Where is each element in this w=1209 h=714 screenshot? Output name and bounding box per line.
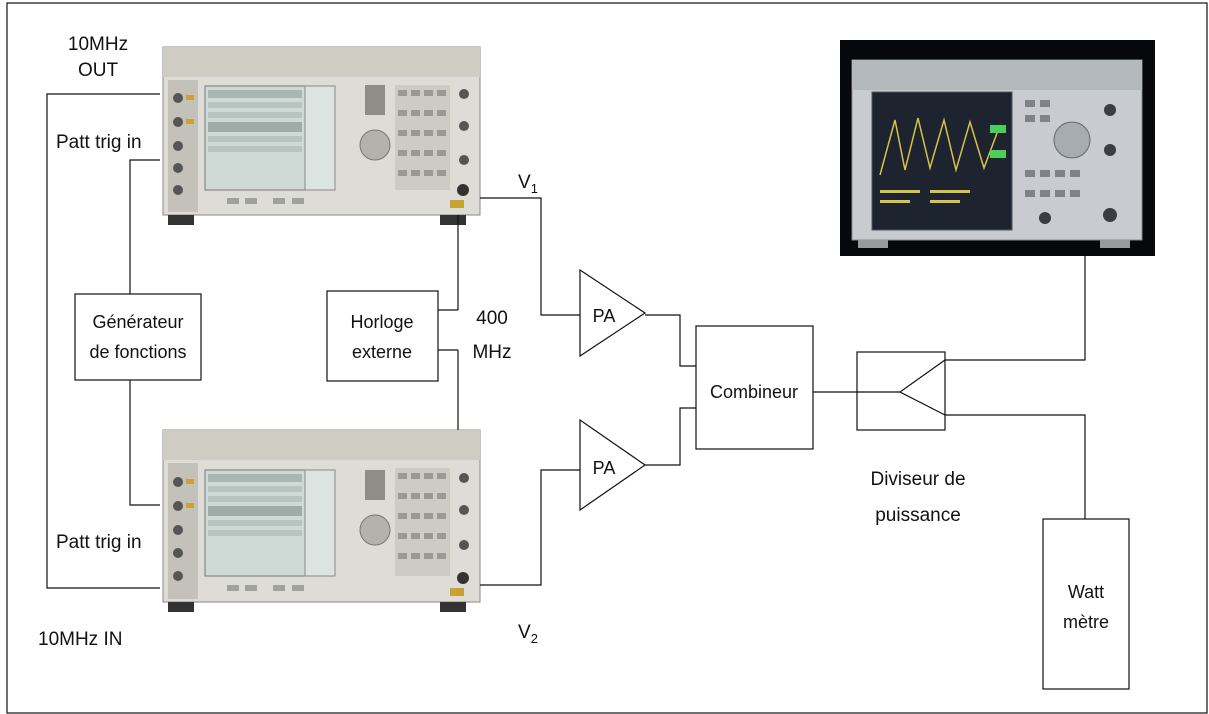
ref-out-label-1: 10MHz xyxy=(68,34,128,55)
v2-letter: V xyxy=(518,622,531,643)
combiner-label: Combineur xyxy=(710,382,798,402)
clock-freq-label-1: 400 xyxy=(476,308,508,329)
spectrum-analyzer-icon xyxy=(840,40,1155,256)
signal-generator-top-icon xyxy=(163,47,480,225)
wattmeter-block: Watt mètre xyxy=(1043,519,1129,689)
v2-label: V2 xyxy=(518,622,538,646)
clock-freq-label-2: MHz xyxy=(472,342,511,363)
wattmeter-label-1: Watt xyxy=(1068,582,1104,602)
external-clock-label-2: externe xyxy=(352,342,412,362)
power-amplifier-top: PA xyxy=(580,270,645,356)
divider-label-2: puissance xyxy=(875,505,961,526)
pa-top-label: PA xyxy=(593,306,616,326)
wattmeter-label-2: mètre xyxy=(1063,612,1109,632)
function-generator-block: Générateur de fonctions xyxy=(75,294,201,380)
function-generator-label-2: de fonctions xyxy=(89,342,186,362)
v1-letter: V xyxy=(518,172,531,193)
signal-generator-bottom-icon xyxy=(163,430,480,612)
ref-out-label-2: OUT xyxy=(78,60,119,81)
patt-trig-bottom-label: Patt trig in xyxy=(56,532,142,553)
function-generator-label-1: Générateur xyxy=(92,312,183,332)
v1-subscript: 1 xyxy=(531,181,538,196)
v1-label: V1 xyxy=(518,172,538,196)
external-clock-label-1: Horloge xyxy=(350,312,413,332)
patt-trig-top-label: Patt trig in xyxy=(56,132,142,153)
v2-subscript: 2 xyxy=(531,631,538,646)
combiner-block: Combineur xyxy=(696,326,813,449)
external-clock-block: Horloge externe xyxy=(327,291,438,381)
ref-in-label: 10MHz IN xyxy=(38,629,122,650)
pa-bottom-label: PA xyxy=(593,458,616,478)
power-amplifier-bottom: PA xyxy=(580,420,645,510)
divider-label-1: Diviseur de xyxy=(870,469,965,490)
